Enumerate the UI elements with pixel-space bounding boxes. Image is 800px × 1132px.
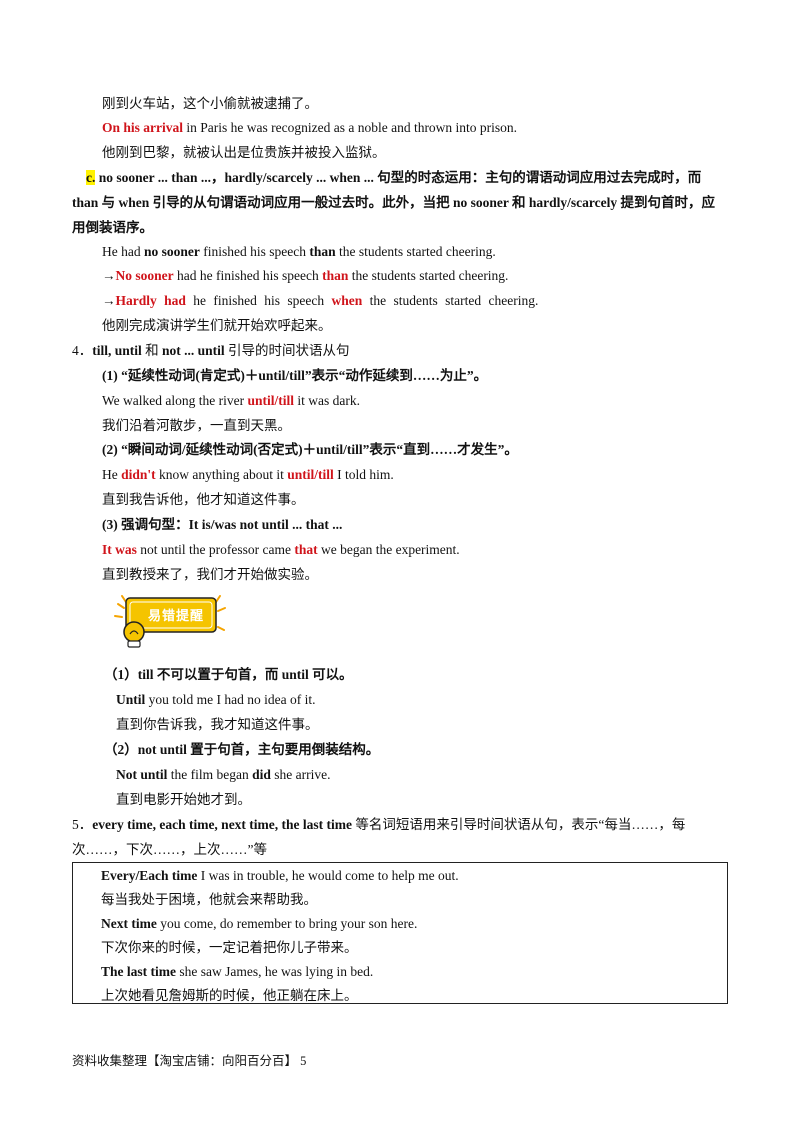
text: the students started cheering. xyxy=(348,268,509,283)
red-phrase: until/till xyxy=(287,467,334,482)
line-en-2: On his arrival in Paris he was recognize… xyxy=(102,119,517,137)
line-cn-3: 他刚到巴黎，就被认出是位贵族并被投入监狱。 xyxy=(102,145,386,160)
keyword: Every/Each time xyxy=(101,868,198,883)
keyword: Next time xyxy=(101,916,157,931)
rule-4-2-en: He didn't know anything about it until/t… xyxy=(102,466,394,484)
keyword: till, until xyxy=(92,343,142,358)
example-en-3: →Hardly had he finished his speech when … xyxy=(102,292,538,310)
keyword: Until xyxy=(116,692,146,707)
section-4-heading: 4．till, until 和 not ... until 引导的时间状语从句 xyxy=(72,342,350,360)
box-row-4: 下次你来的时候，一定记着把你儿子带来。 xyxy=(101,940,358,955)
text: 引导的时间状语从句 xyxy=(224,343,350,358)
examples-box: Every/Each time I was in trouble, he wou… xyxy=(72,862,728,1004)
text: he finished his speech xyxy=(185,293,332,308)
text: We walked along the river xyxy=(102,393,248,408)
text: it was dark. xyxy=(294,393,360,408)
text: the film began xyxy=(167,767,253,782)
red-phrase: didn't xyxy=(121,467,156,482)
arrow: → xyxy=(102,268,116,283)
red-phrase: that xyxy=(294,542,318,557)
section-5-heading: 5．every time, each time, next time, the … xyxy=(72,812,732,862)
lightbulb-icon xyxy=(114,595,226,648)
text: He xyxy=(102,467,122,482)
example-en-2: →No sooner had he finished his speech th… xyxy=(102,267,508,285)
section-number: 5． xyxy=(72,817,93,832)
text: He had xyxy=(102,244,144,259)
rule-text: no sooner ... than ...，hardly/scarcely .… xyxy=(72,170,716,235)
text: know anything about it xyxy=(155,467,288,482)
text: finished his speech xyxy=(199,244,310,259)
rule-4-3-en: It was not until the professor came that… xyxy=(102,541,460,559)
keyword: than xyxy=(309,244,336,259)
tip-2-cn: 直到电影开始她才到。 xyxy=(116,792,251,807)
tip-2-en: Not until the film began did she arrive. xyxy=(116,766,331,784)
text: I told him. xyxy=(333,467,394,482)
example-en-1: He had no sooner finished his speech tha… xyxy=(102,243,496,261)
tip-1-cn: 直到你告诉我，我才知道这件事。 xyxy=(116,717,319,732)
text: in Paris he was recognized as a noble an… xyxy=(183,120,518,135)
box-row-6: 上次她看见詹姆斯的时候，他正躺在床上。 xyxy=(101,988,358,1003)
line-cn-1: 刚到火车站，这个小偷就被逮捕了。 xyxy=(102,96,318,111)
text: we began the experiment. xyxy=(317,542,460,557)
badge-label: 易错提醒 xyxy=(147,609,204,624)
keyword: The last time xyxy=(101,964,176,979)
tip-1: （1）till 不可以置于句首，而 until 可以。 xyxy=(104,667,353,682)
keyword: Not until xyxy=(116,767,168,782)
arrow: → xyxy=(102,293,116,308)
text: you told me I had no idea of it. xyxy=(145,692,316,707)
section-number: 4． xyxy=(72,343,93,358)
rule-4-2-cn: 直到我告诉他，他才知道这件事。 xyxy=(102,492,305,507)
red-phrase: until/till xyxy=(247,393,294,408)
box-row-2: 每当我处于困境，他就会来帮助我。 xyxy=(101,892,317,907)
mistake-warning-badge: 易错提醒 xyxy=(112,590,230,650)
text: had he finished his speech xyxy=(173,268,323,283)
text: she saw James, he was lying in bed. xyxy=(176,964,374,979)
red-phrase: No sooner xyxy=(115,268,174,283)
red-phrase: than xyxy=(322,268,349,283)
box-row-3: Next time you come, do remember to bring… xyxy=(101,915,417,933)
text: I was in trouble, he would come to help … xyxy=(197,868,459,883)
rule-4-3-cn: 直到教授来了，我们才开始做实验。 xyxy=(102,567,318,582)
highlight-label: c. xyxy=(86,170,96,185)
box-row-5: The last time she saw James, he was lyin… xyxy=(101,963,373,981)
rule-4-1-cn: 我们沿着河散步，一直到天黑。 xyxy=(102,418,291,433)
rule-4-2: (2) “瞬间动词/延续性动词(否定式)＋until/till”表示“直到……才… xyxy=(102,442,518,457)
rule-paragraph-c: c. no sooner ... than ...，hardly/scarcel… xyxy=(72,165,728,240)
box-row-1: Every/Each time I was in trouble, he wou… xyxy=(101,867,459,885)
red-phrase: when xyxy=(331,293,363,308)
text: the students started cheering. xyxy=(362,293,539,308)
example-cn: 他刚完成演讲学生们就开始欢呼起来。 xyxy=(102,318,332,333)
rule-4-1: (1) “延续性动词(肯定式)＋until/till”表示“动作延续到……为止”… xyxy=(102,368,488,383)
tip-2: （2）not until 置于句首，主句要用倒装结构。 xyxy=(104,742,380,757)
text: she arrive. xyxy=(270,767,331,782)
red-phrase: It was xyxy=(102,542,137,557)
text: 等名词短语用来引导时间状语从句，表示“每当……，每次……，下次……，上次……”等 xyxy=(72,817,686,857)
keyword: every time, each time, next time, the la… xyxy=(92,817,353,832)
rule-4-1-en: We walked along the river until/till it … xyxy=(102,392,360,410)
text: the students started cheering. xyxy=(335,244,496,259)
red-phrase: Hardly had xyxy=(115,293,186,308)
page-footer: 资料收集整理【淘宝店铺：向阳百分百】 5 xyxy=(72,1054,307,1068)
keyword: not ... until xyxy=(162,343,225,358)
keyword: did xyxy=(252,767,271,782)
red-phrase: On his arrival xyxy=(102,120,184,135)
keyword: no sooner xyxy=(143,244,200,259)
text: not until the professor came xyxy=(136,542,295,557)
text: 和 xyxy=(141,343,163,358)
rule-4-3: (3) 强调句型：It is/was not until ... that ..… xyxy=(102,517,343,532)
text: you come, do remember to bring your son … xyxy=(156,916,418,931)
tip-1-en: Until you told me I had no idea of it. xyxy=(116,691,315,709)
